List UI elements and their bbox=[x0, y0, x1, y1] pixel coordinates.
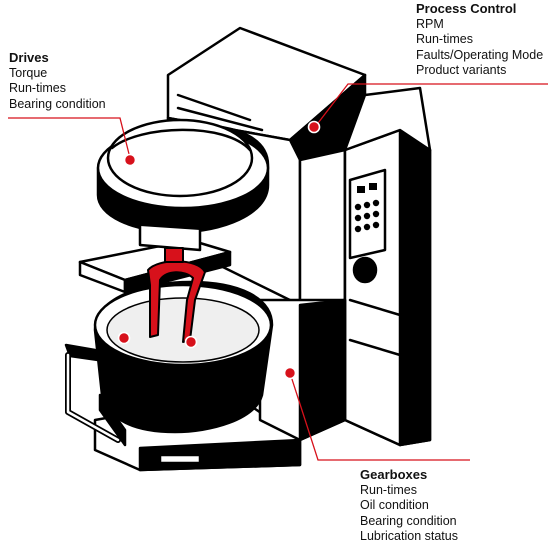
gearboxes-item-run-times: Run-times bbox=[360, 482, 417, 497]
process-control-item-run-times: Run-times bbox=[416, 32, 473, 46]
mixing-bowl bbox=[64, 280, 274, 447]
drives-leader bbox=[8, 117, 131, 159]
process-control-leader bbox=[314, 83, 548, 128]
callout-markers bbox=[117, 120, 321, 380]
process-control-heading: Process Control bbox=[416, 1, 517, 16]
drives-marker bbox=[123, 153, 137, 167]
gearboxes-callout: Gearboxes Run-times Oil condition Bearin… bbox=[360, 467, 458, 545]
process-control-item-rpm: RPM bbox=[416, 16, 444, 31]
control-panel bbox=[348, 168, 387, 284]
drives-item-bearing-condition: Bearing condition bbox=[9, 96, 106, 111]
drives-callout: Drives Torque Run-times Bearing conditio… bbox=[9, 50, 106, 112]
mixer-head bbox=[96, 118, 270, 252]
emergency-knob bbox=[352, 256, 378, 284]
spiral-hook bbox=[147, 247, 206, 343]
drives-item-torque: Torque bbox=[9, 65, 48, 80]
gearboxes-item-bearing-condition: Bearing condition bbox=[360, 513, 457, 528]
process-control-callout: Process Control RPM Run-times Faults/Ope… bbox=[416, 1, 543, 79]
control-buttons bbox=[354, 199, 380, 233]
gearboxes-leader bbox=[289, 372, 470, 461]
callout-lines bbox=[8, 83, 548, 461]
control-panel-column bbox=[343, 86, 432, 447]
hook-marker bbox=[184, 335, 198, 349]
process-control-marker bbox=[307, 120, 321, 134]
process-control-item-product-variants: Product variants bbox=[416, 63, 507, 77]
gearboxes-item-lubrication-status: Lubrication status bbox=[360, 529, 458, 543]
gearboxes-heading: Gearboxes bbox=[360, 467, 428, 482]
process-control-item-faults: Faults/Operating Mode bbox=[416, 47, 544, 62]
bowl-marker bbox=[117, 331, 131, 345]
drives-item-run-times: Run-times bbox=[9, 81, 66, 95]
drives-heading: Drives bbox=[9, 50, 49, 65]
gearboxes-item-oil-condition: Oil condition bbox=[360, 498, 429, 512]
gearboxes-marker bbox=[283, 366, 297, 380]
